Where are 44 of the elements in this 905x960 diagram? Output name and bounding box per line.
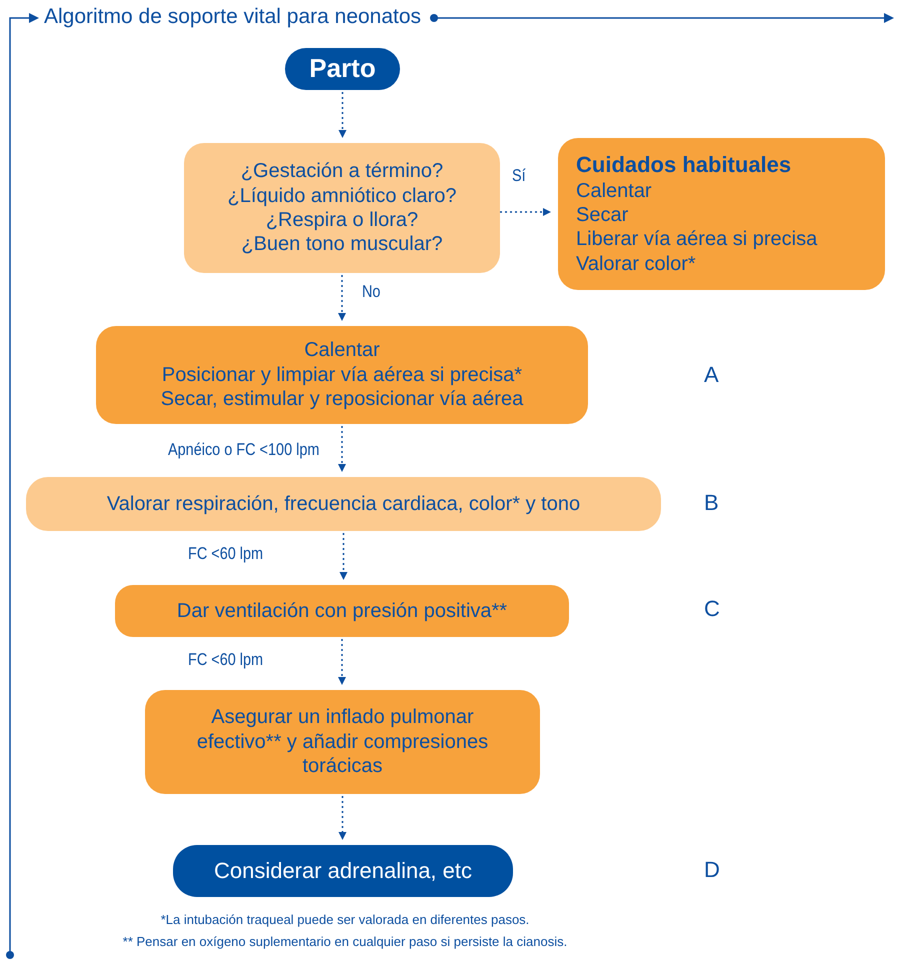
dotted-arrow bbox=[338, 796, 346, 840]
box-text: Dar ventilación con presión positiva** bbox=[176, 598, 508, 624]
step-letter: B bbox=[704, 490, 719, 516]
dotted-arrow bbox=[338, 275, 346, 321]
terminal-pill bbox=[173, 845, 513, 897]
box-text: Parto bbox=[309, 53, 376, 85]
process-box bbox=[558, 138, 885, 290]
dotted-arrow bbox=[338, 92, 346, 138]
box-text: Calentar bbox=[304, 338, 380, 363]
box-text: ¿Buen tono muscular? bbox=[241, 232, 443, 257]
edge-label: Apnéico o FC <100 lpm bbox=[168, 440, 320, 460]
terminal-pill bbox=[285, 48, 400, 90]
box-text: Asegurar un inflado pulmonar efectivo** y añadir compresiones torácicas bbox=[196, 705, 490, 779]
process-box bbox=[96, 326, 588, 424]
process-box bbox=[115, 585, 569, 637]
step-letter: C bbox=[704, 596, 720, 622]
step-letter: A bbox=[704, 362, 719, 388]
footnote: ** Pensar en oxígeno suplementario en cualquier paso si persiste la cianosis. bbox=[122, 934, 568, 949]
footnote: *La intubación traqueal puede ser valorada en diferentes pasos. bbox=[160, 912, 530, 927]
dotted-arrow bbox=[500, 208, 551, 216]
edge-label: No bbox=[362, 282, 380, 302]
box-text: Calentar bbox=[576, 178, 652, 204]
box-text: Secar, estimular y reposicionar vía aérea bbox=[160, 387, 524, 412]
dotted-arrow bbox=[338, 426, 346, 472]
dotted-arrow bbox=[338, 639, 346, 685]
box-text: Secar bbox=[576, 203, 628, 228]
box-text: ¿Líquido amniótico claro? bbox=[227, 184, 456, 208]
dotted-arrow bbox=[340, 533, 348, 580]
edge-label: Sí bbox=[512, 166, 526, 186]
step-letter: D bbox=[704, 857, 720, 883]
edge-label: FC <60 lpm bbox=[188, 650, 264, 670]
process-box bbox=[145, 690, 540, 794]
box-text: ¿Gestación a término? bbox=[240, 159, 444, 184]
edge-label: FC <60 lpm bbox=[188, 544, 264, 564]
box-text: ¿Respira o llora? bbox=[266, 208, 418, 232]
box-text: Valorar color* bbox=[576, 252, 696, 276]
diagram-title: Algoritmo de soporte vital para neonatos bbox=[44, 5, 422, 29]
process-box bbox=[184, 143, 500, 273]
box-text: Posicionar y limpiar vía aérea si precisa* bbox=[162, 362, 522, 388]
box-text: Considerar adrenalina, etc bbox=[214, 858, 472, 884]
process-box bbox=[26, 477, 661, 531]
box-text: Liberar vía aérea si precisa bbox=[576, 227, 818, 252]
box-heading: Cuidados habituales bbox=[576, 152, 792, 179]
box-text: Valorar respiración, frecuencia cardiaca, color* y tono bbox=[106, 492, 580, 516]
